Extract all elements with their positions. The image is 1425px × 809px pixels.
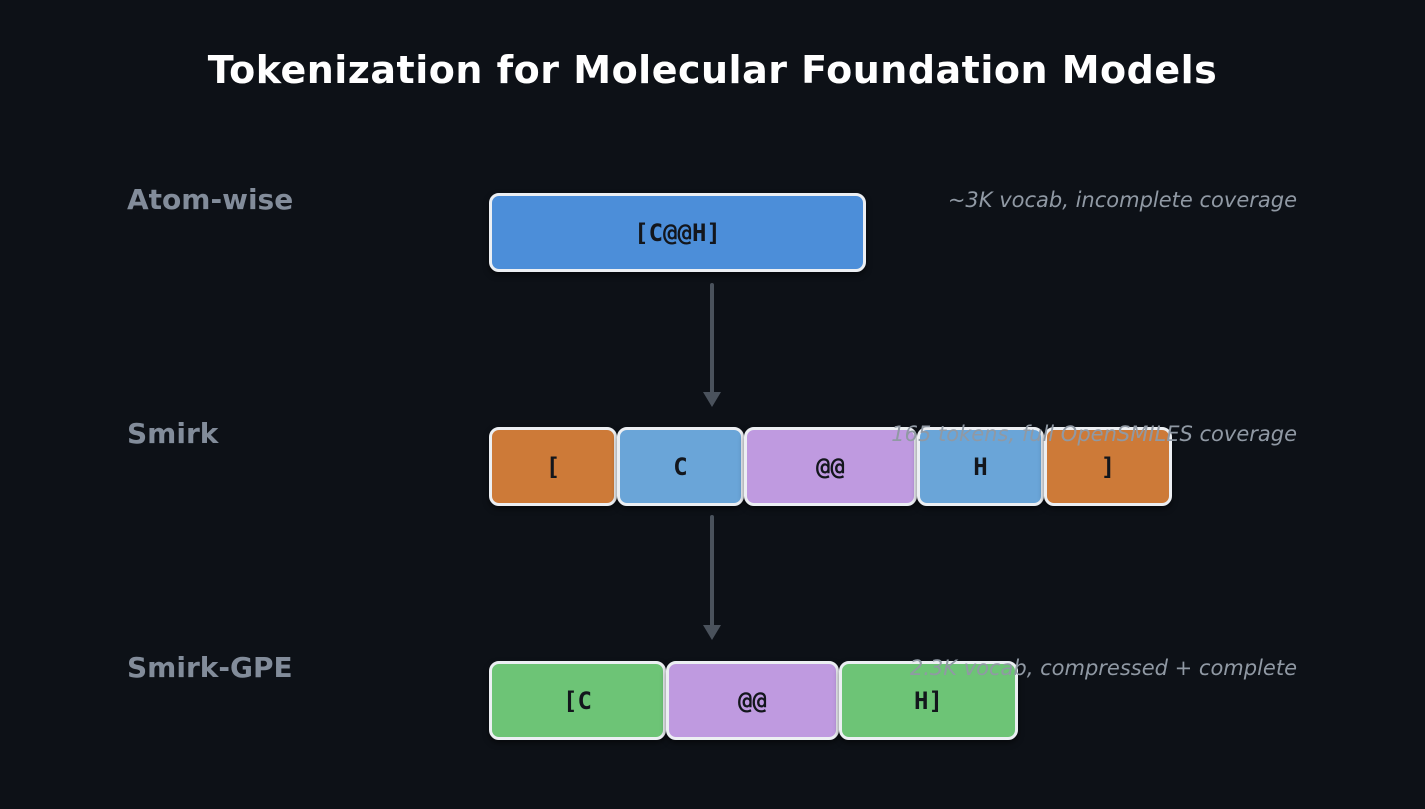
token-label: [C@@H] <box>634 218 721 247</box>
token-label: @@ <box>816 452 845 481</box>
page-title: Tokenization for Molecular Foundation Mo… <box>207 48 1218 92</box>
token-label: ] <box>1100 452 1116 481</box>
token-label: H] <box>914 686 943 715</box>
token-box: [C <box>489 661 666 740</box>
annotation-atom-wise: ~3K vocab, incomplete coverage <box>947 188 1297 212</box>
token-strip-smirk: [ C @@ H] <box>489 427 1172 506</box>
annotation-smirk-gpe: 2.3K vocab, compressed + complete <box>909 656 1297 680</box>
token-label: [ <box>545 452 561 481</box>
token-box: C <box>617 427 744 506</box>
arrow-shaft <box>710 515 714 629</box>
token-box: [C@@H] <box>489 193 866 272</box>
token-box: ] <box>1044 427 1172 506</box>
token-strip-smirk-gpe: [C @@ H] <box>489 661 1018 740</box>
row-label-smirk: Smirk <box>127 417 219 450</box>
token-box: H <box>917 427 1044 506</box>
token-label: @@ <box>738 686 767 715</box>
token-box: @@ <box>744 427 917 506</box>
token-label: [C <box>563 686 592 715</box>
token-box: H] <box>839 661 1018 740</box>
down-arrow-icon <box>703 515 721 640</box>
annotation-smirk: 165 tokens, full OpenSMILES coverage <box>891 422 1297 446</box>
token-label: H <box>973 452 988 481</box>
down-arrow-icon <box>703 283 721 407</box>
token-strip-atom-wise: [C@@H] <box>489 193 866 272</box>
arrow-shaft <box>710 283 714 396</box>
row-label-smirk-gpe: Smirk-GPE <box>127 651 293 684</box>
row-label-atom-wise: Atom-wise <box>127 183 294 216</box>
arrow-head <box>703 392 721 407</box>
arrow-head <box>703 625 721 640</box>
token-box: [ <box>489 427 617 506</box>
token-box: @@ <box>666 661 839 740</box>
token-label: C <box>673 452 688 481</box>
